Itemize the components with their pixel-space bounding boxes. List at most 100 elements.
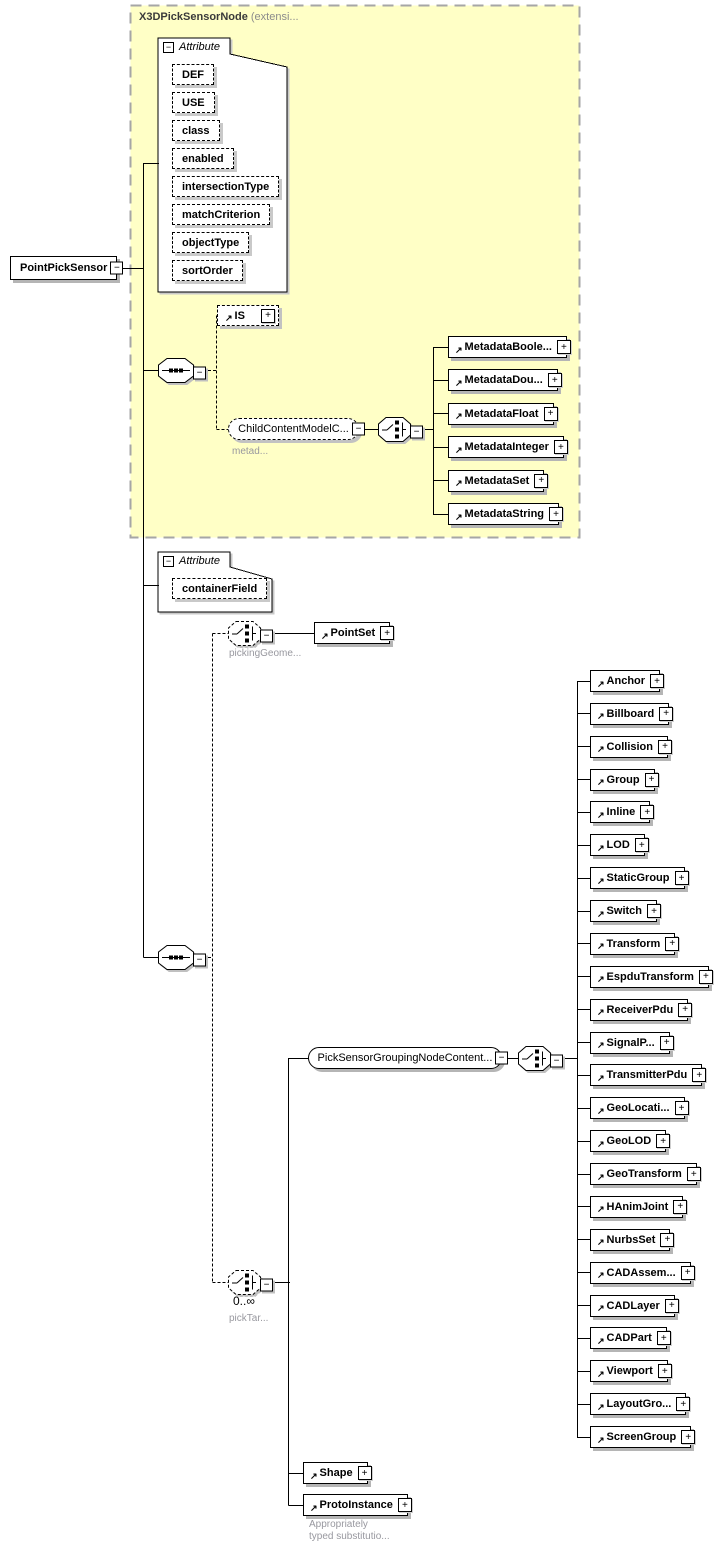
grouping-element[interactable]: ↗ NurbsSet + (577, 1228, 675, 1251)
expand-icon[interactable]: + (543, 406, 558, 421)
grouping-element[interactable]: ↗ Inline + (577, 801, 655, 824)
reference-icon: ↗ (455, 411, 463, 422)
grouping-element[interactable]: ↗ Anchor + (577, 670, 665, 692)
expand-icon[interactable]: + (674, 871, 689, 886)
metadata-element[interactable]: ↗ MetadataFloat + (433, 402, 558, 425)
shape-element[interactable]: ↗ Shape + (303, 1462, 372, 1484)
collapse-icon[interactable]: − (550, 1054, 563, 1068)
attribute-item[interactable]: intersectionType (172, 176, 280, 197)
grouping-element[interactable]: ↗ LayoutGro... + (577, 1393, 691, 1416)
reference-icon: ↗ (321, 630, 329, 641)
expand-icon[interactable]: + (678, 1002, 693, 1017)
expand-icon[interactable]: + (664, 1298, 679, 1313)
attribute-label: sortOrder (182, 264, 233, 277)
expand-icon[interactable]: + (656, 1331, 671, 1346)
grouping-element[interactable]: ↗ EspduTransform + (577, 965, 713, 988)
grouping-element[interactable]: ↗ SignalP... + (577, 1031, 674, 1054)
expand-icon[interactable]: + (547, 373, 562, 388)
collapse-icon[interactable]: − (260, 629, 273, 643)
collapse-icon[interactable]: − (163, 41, 174, 53)
grouping-element[interactable]: ↗ ScreenGroup + (577, 1426, 696, 1448)
grouping-element[interactable]: ↗ CADPart + (577, 1327, 671, 1350)
expand-icon[interactable]: + (647, 904, 661, 919)
attribute-item[interactable]: class (172, 120, 220, 141)
grouping-element[interactable]: ↗ LOD + (577, 834, 649, 857)
grouping-element[interactable]: ↗ Transform + (577, 932, 680, 955)
root-element-pointpicksensor[interactable]: PointPickSensor − (10, 256, 124, 280)
attribute-item[interactable]: USE (172, 92, 215, 113)
expand-icon[interactable]: + (650, 674, 665, 688)
is-element[interactable]: ↗ IS + (217, 305, 279, 326)
metadata-element[interactable]: ↗ MetadataSet + (433, 469, 549, 492)
attribute-item[interactable]: matchCriterion (172, 204, 271, 225)
grouping-element[interactable]: ↗ Switch + (577, 900, 661, 923)
expand-icon[interactable]: + (658, 739, 672, 754)
grouping-element[interactable]: ↗ CADAssem... + (577, 1261, 695, 1284)
element-label: MetadataBoole... (464, 341, 552, 353)
expand-icon[interactable]: + (634, 838, 649, 853)
attribute-item[interactable]: enabled (172, 148, 234, 169)
collapse-icon[interactable]: − (495, 1051, 508, 1065)
expand-icon[interactable]: + (686, 1167, 701, 1182)
grouping-element[interactable]: ↗ StaticGroup + (577, 867, 689, 890)
expand-icon[interactable]: + (698, 969, 713, 984)
pointset-element[interactable]: ↗ PointSet + (314, 622, 395, 644)
element-label: CADAssem... (606, 1266, 676, 1279)
grouping-element[interactable]: ↗ TransmitterPdu + (577, 1064, 707, 1087)
collapse-icon[interactable]: − (193, 366, 206, 380)
expand-icon[interactable]: + (640, 805, 655, 820)
proto-note-line1: Appropriately (309, 1519, 368, 1530)
attribute-item[interactable]: objectType (172, 232, 250, 253)
expand-icon[interactable]: + (680, 1265, 695, 1280)
expand-icon[interactable]: + (665, 936, 680, 951)
expand-icon[interactable]: + (261, 308, 275, 323)
collapse-icon[interactable]: − (193, 953, 206, 967)
attribute-item[interactable]: DEF (172, 64, 214, 85)
metadata-element[interactable]: ↗ MetadataBoole... + (433, 336, 571, 358)
attribute-item[interactable]: sortOrder (172, 260, 243, 281)
grouping-element[interactable]: ↗ CADLayer + (577, 1294, 679, 1317)
reference-icon: ↗ (597, 711, 605, 722)
expand-icon[interactable]: + (534, 473, 549, 488)
expand-icon[interactable]: + (656, 1134, 671, 1149)
metadata-element[interactable]: ↗ MetadataString + (433, 503, 564, 525)
grouping-element[interactable]: ↗ GeoTransform + (577, 1163, 701, 1186)
expand-icon[interactable]: + (659, 706, 674, 721)
expand-icon[interactable]: + (659, 1035, 674, 1050)
collapse-icon[interactable]: − (352, 422, 365, 436)
collapse-icon[interactable]: − (110, 261, 124, 275)
collapse-icon[interactable]: − (410, 425, 423, 439)
expand-icon[interactable]: + (660, 1232, 675, 1247)
expand-icon[interactable]: + (553, 440, 568, 455)
expand-icon[interactable]: + (357, 1466, 372, 1480)
protoinstance-element[interactable]: ↗ ProtoInstance + (303, 1494, 412, 1516)
pick-sensor-grouping-node-group[interactable]: PickSensorGroupingNodeContent... − (308, 1047, 508, 1069)
grouping-element[interactable]: ↗ HAnimJoint + (577, 1195, 688, 1218)
expand-icon[interactable]: + (674, 1101, 689, 1116)
metadata-element[interactable]: ↗ MetadataDou... + (433, 369, 562, 392)
expand-icon[interactable]: + (644, 772, 659, 787)
grouping-element[interactable]: ↗ Viewport + (577, 1360, 672, 1383)
expand-icon[interactable]: + (556, 340, 571, 354)
metadata-element[interactable]: ↗ MetadataInteger + (433, 436, 568, 459)
grouping-element[interactable]: ↗ ReceiverPdu + (577, 998, 693, 1021)
expand-icon[interactable]: + (380, 626, 395, 640)
collapse-icon[interactable]: − (260, 1278, 273, 1292)
reference-icon: ↗ (597, 974, 605, 985)
child-content-model-group[interactable]: ChildContentModelC... − (228, 418, 365, 440)
grouping-element[interactable]: ↗ GeoLOD + (577, 1130, 671, 1153)
expand-icon[interactable]: + (657, 1364, 672, 1379)
grouping-element[interactable]: ↗ GeoLocati... + (577, 1097, 689, 1120)
expand-icon[interactable]: + (397, 1498, 412, 1512)
collapse-icon[interactable]: − (163, 555, 174, 567)
grouping-element[interactable]: ↗ Billboard + (577, 702, 674, 725)
grouping-element[interactable]: ↗ Group + (577, 768, 659, 791)
expand-icon[interactable]: + (676, 1397, 691, 1412)
grouping-element[interactable]: ↗ Collision + (577, 735, 672, 758)
expand-icon[interactable]: + (681, 1430, 696, 1444)
attribute-item[interactable]: containerField (172, 578, 268, 599)
expand-icon[interactable]: + (549, 507, 564, 521)
element-label: GeoTransform (606, 1168, 682, 1181)
expand-icon[interactable]: + (673, 1199, 688, 1214)
expand-icon[interactable]: + (692, 1068, 707, 1083)
